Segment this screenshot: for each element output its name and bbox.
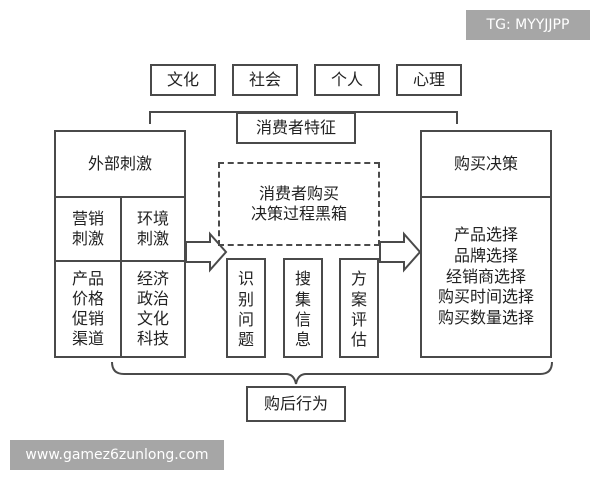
bottom-brace-left xyxy=(111,361,297,385)
step-evaluate-options: 方 案 评 估 xyxy=(339,258,379,358)
step-collect-info: 搜 集 信 息 xyxy=(283,258,323,358)
marketing-items-box: 产品 价格 促销 渠道 xyxy=(54,260,122,358)
environment-stimuli-box: 环境 刺激 xyxy=(120,196,186,262)
step-identify-problem: 识 别 问 题 xyxy=(226,258,266,358)
factor-society: 社会 xyxy=(232,64,298,96)
environment-items-box: 经济 政治 文化 科技 xyxy=(120,260,186,358)
watermark-bottom-banner: www.gamez6zunlong.com xyxy=(10,440,224,470)
arrow-right-icon xyxy=(379,231,422,273)
external-stimuli-title: 外部刺激 xyxy=(54,130,186,198)
watermark-top-banner: TG: MYYJJPP xyxy=(466,10,590,40)
consumer-traits-box: 消费者特征 xyxy=(236,112,356,144)
watermark-top-text: TG: MYYJJPP xyxy=(486,17,570,33)
factor-personal: 个人 xyxy=(314,64,380,96)
post-purchase-box: 购后行为 xyxy=(246,386,346,422)
factor-psychological: 心理 xyxy=(396,64,462,96)
bottom-brace-right xyxy=(295,361,553,385)
arrow-right-icon xyxy=(185,231,228,273)
decision-title: 购买决策 xyxy=(420,130,552,198)
watermark-bottom-text: www.gamez6zunlong.com xyxy=(25,447,209,463)
marketing-stimuli-box: 营销 刺激 xyxy=(54,196,122,262)
decision-items-box: 产品选择 品牌选择 经销商选择 购买时间选择 购买数量选择 xyxy=(420,196,552,358)
black-box: 消费者购买 决策过程黑箱 xyxy=(218,162,380,246)
factor-culture: 文化 xyxy=(150,64,216,96)
